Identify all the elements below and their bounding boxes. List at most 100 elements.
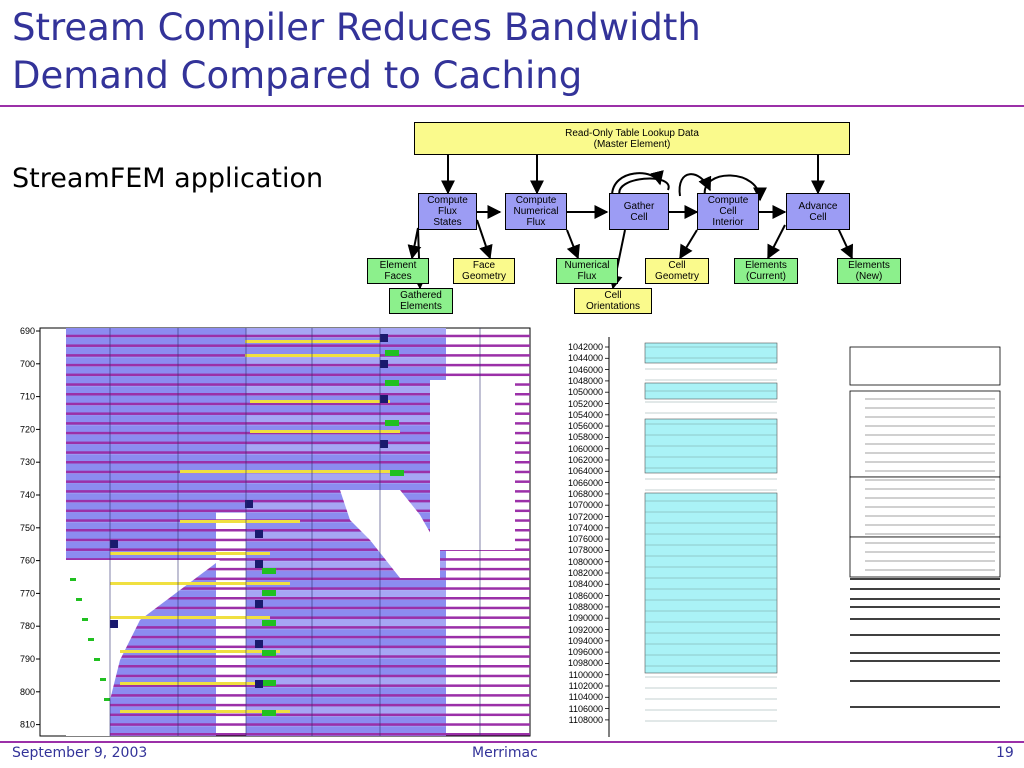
alloc-y-tick-label: 690 (20, 326, 35, 336)
purple-band (66, 684, 530, 687)
blue-block (246, 561, 446, 571)
green-tick (94, 658, 100, 661)
free-space (66, 560, 220, 736)
blue-block (66, 502, 246, 513)
dark-marker (380, 395, 388, 403)
arrow-k5-new (837, 227, 854, 260)
kernel-advance-cell: Advance Cell (786, 193, 850, 230)
address-y-tick-label: 1044000 (567, 353, 603, 364)
title-divider (0, 105, 1024, 107)
blue-block (66, 483, 246, 494)
address-y-tick-label: 1060000 (567, 443, 603, 454)
blue-block (66, 328, 246, 338)
mem-box (849, 390, 1001, 478)
dark-marker (110, 540, 118, 548)
yellow-stripe (120, 682, 270, 685)
dark-marker (255, 600, 263, 608)
yellow-stripe (245, 340, 380, 343)
purple-band (66, 383, 530, 386)
mem-box (849, 346, 1001, 386)
address-y-tick-label: 1086000 (567, 590, 603, 601)
blue-block (66, 551, 216, 562)
blue-block (246, 541, 446, 552)
table-lookup-box: Read-Only Table Lookup Data (Master Elem… (414, 122, 850, 155)
address-y-tick-label: 1072000 (567, 511, 603, 522)
yellow-stripe (110, 616, 270, 619)
purple-band (66, 558, 530, 561)
address-y-tick-label: 1092000 (567, 624, 603, 635)
address-y-tick-label: 1108000 (568, 714, 603, 725)
yellow-stripe (110, 582, 290, 585)
blue-block (66, 337, 246, 348)
green-marker (262, 680, 276, 686)
blue-block (246, 415, 446, 426)
blue-block (246, 386, 446, 396)
address-y-tick-label: 1078000 (567, 545, 603, 556)
blue-block (66, 716, 216, 727)
purple-band (66, 451, 530, 454)
blue-block (66, 541, 216, 552)
purple-band (66, 733, 530, 736)
blue-block (66, 366, 246, 377)
blue-block (246, 600, 446, 610)
address-y-tick-label: 1048000 (567, 375, 603, 386)
address-canvas (605, 337, 1001, 737)
blue-block (246, 366, 446, 377)
purple-band (66, 490, 530, 493)
address-y-tick-label: 1064000 (567, 466, 603, 477)
address-y-tick-label: 1068000 (567, 488, 603, 499)
arrow-geom-k2 (476, 219, 493, 260)
blue-block (246, 405, 446, 416)
alloc-y-tick-label: 700 (20, 359, 35, 369)
address-y-tick-label: 1084000 (567, 579, 603, 590)
green-marker (385, 350, 399, 356)
address-y-tick-label: 1050000 (567, 387, 603, 398)
green-tick (70, 578, 76, 581)
purple-band (66, 499, 530, 503)
blue-block (246, 648, 446, 659)
blue-block (246, 483, 446, 494)
free-space (340, 490, 440, 578)
address-y-tick-label: 1052000 (567, 398, 603, 409)
purple-band (66, 674, 530, 678)
purple-band (66, 587, 530, 590)
green-marker (262, 710, 276, 716)
purple-band (66, 616, 530, 619)
green-tick (88, 638, 94, 641)
title-line-2: Demand Compared to Caching (12, 54, 583, 97)
address-y-tick-label: 1056000 (567, 421, 603, 432)
address-y-tick-label: 1066000 (567, 477, 603, 488)
purple-band (66, 363, 530, 367)
dark-marker (380, 440, 388, 448)
dark-marker (380, 334, 388, 342)
blue-block (66, 376, 246, 387)
alloc-y-tick-label: 740 (20, 490, 35, 500)
purple-band (66, 577, 530, 581)
blue-block (246, 619, 446, 630)
footer-center: Merrimac (472, 745, 538, 761)
blue-block (246, 522, 446, 532)
blue-block (66, 658, 216, 668)
blue-block (66, 638, 216, 649)
blue-block (246, 347, 446, 358)
dark-marker (380, 360, 388, 368)
blue-block (246, 551, 446, 562)
purple-band (66, 480, 530, 483)
blue-block (246, 376, 446, 387)
blue-block (246, 512, 446, 523)
stream-cell-orientations: Cell Orientations (574, 288, 652, 314)
stream-numerical-flux: Numerical Flux (556, 258, 618, 284)
yellow-stripe (180, 470, 400, 473)
address-y-tick-label: 1046000 (567, 364, 603, 375)
purple-band (66, 713, 530, 717)
address-y-tick-label: 1096000 (567, 647, 603, 658)
blue-block (66, 512, 216, 523)
alloc-y-tick-label: 780 (20, 621, 35, 631)
arrow-k4-cellgeom (679, 229, 698, 260)
stream-face-geometry: Face Geometry (453, 258, 515, 284)
address-y-tick-label: 1080000 (567, 556, 603, 567)
kernel-gather-cell: Gather Cell (609, 193, 669, 230)
loop-k4 (703, 174, 767, 202)
purple-band (66, 431, 530, 435)
